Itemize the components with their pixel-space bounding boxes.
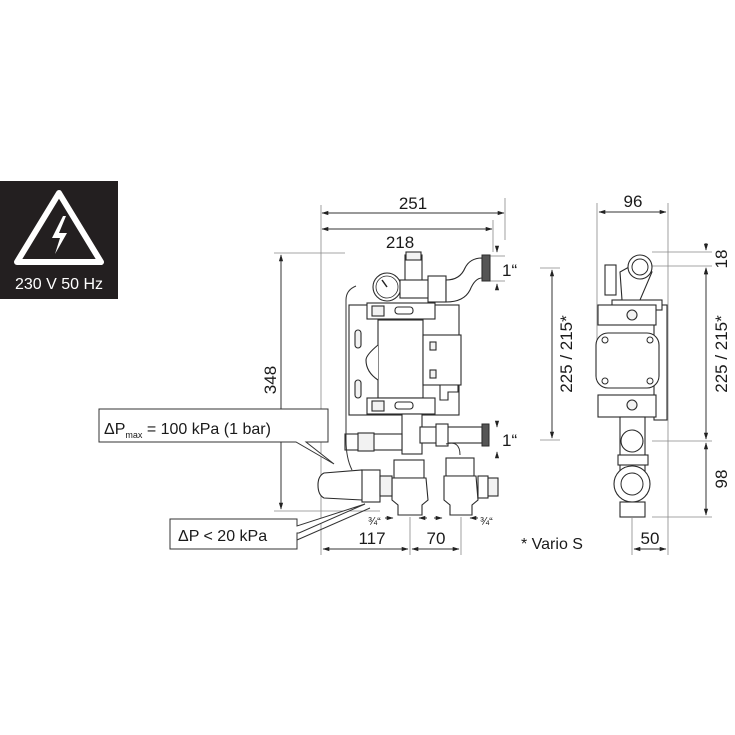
dim-bottom-height: 98 [712,470,731,489]
dp-max-suffix: = 100 kPa (1 bar) [142,421,271,438]
dim-connection-mid: 1“ [502,431,517,450]
dim-height: 348 [261,366,280,394]
high-voltage-triangle-icon [14,190,104,265]
front-view: 251 218 348 1“ 1“ 225 / 215* 117 70 ¾“ ¾ [98,194,576,555]
dp-max-callout: ΔPmax = 100 kPa (1 bar) [98,408,335,465]
dim-depth: 50 [641,529,660,548]
dim-side-center-height: 225 / 215* [712,315,731,393]
dim-overall-width: 251 [399,194,427,213]
side-view: 96 18 225 / 215* 98 50 [595,192,731,555]
dp-max-sub: max [125,430,143,440]
footnote-vario-s: * Vario S [521,536,583,553]
svg-text:ΔPmax = 100 kPa (1 bar): ΔPmax = 100 kPa (1 bar) [104,421,271,440]
dim-side-width: 96 [624,192,643,211]
voltage-label: 230 V 50 Hz [15,276,103,293]
dim-top-offset: 18 [712,250,731,269]
dim-center-height: 225 / 215* [557,315,576,393]
pump-station-front-drawing [317,251,499,516]
dim-left-offset: 117 [358,529,385,548]
dim-outlet-left: ¾“ [368,516,381,528]
dp-min-callout: ΔP < 20 kPa [169,503,371,550]
dp-max-prefix: ΔP [104,421,125,438]
dim-connection-top: 1“ [502,261,517,280]
voltage-warning-badge: 230 V 50 Hz [0,181,118,299]
dp-min-label: ΔP < 20 kPa [178,528,267,545]
pump-station-side-drawing [595,254,668,518]
dim-inner-width: 218 [386,233,414,252]
dim-outlet-right: ¾“ [480,516,493,528]
dim-valve-spacing: 70 [427,529,446,548]
